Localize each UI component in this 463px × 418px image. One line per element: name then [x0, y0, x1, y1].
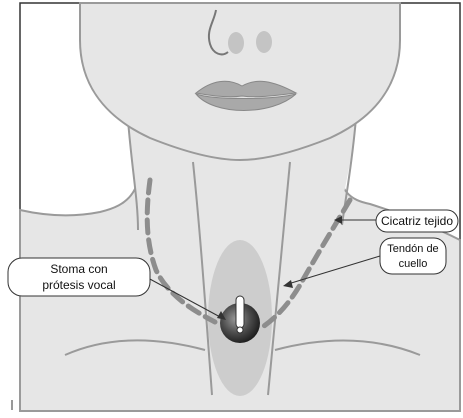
tendon-label-line2: cuello — [399, 258, 428, 270]
voice-prosthesis — [236, 296, 244, 328]
tendon-label-line1: Tendón de — [387, 243, 438, 255]
prosthesis-dot — [237, 327, 243, 333]
stoma-label-line1: Stoma con — [50, 262, 107, 276]
stoma-label-line2: prótesis vocal — [42, 278, 115, 292]
scar-label: Cicatriz tejido — [381, 214, 453, 228]
right-nostril — [256, 31, 272, 53]
left-nostril — [228, 32, 244, 54]
